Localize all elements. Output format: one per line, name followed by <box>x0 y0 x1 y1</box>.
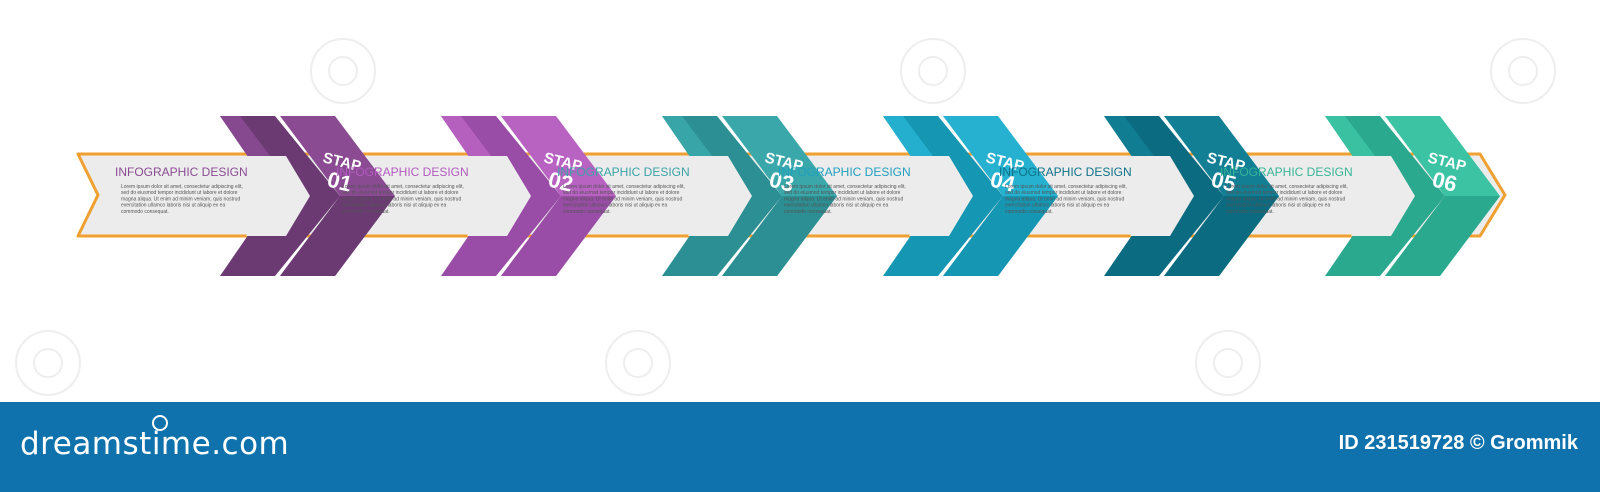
step-number: 06 <box>1430 167 1460 197</box>
step-body-line: magna aliqua. Ut enim ad minim veniam, q… <box>342 196 461 202</box>
brand-spiral-icon <box>152 415 168 431</box>
watermark-spiral-icon <box>900 38 966 104</box>
step-body-line: commodo consequat. <box>121 209 169 215</box>
step-body-line: magna aliqua. Ut enim ad minim veniam, q… <box>1005 196 1124 202</box>
step-body-line: commodo consequat. <box>1226 209 1274 215</box>
step-body-line: exercitation ullamco laboris nisi ut ali… <box>1226 203 1330 209</box>
step-body-line: exercitation ullamco laboris nisi ut ali… <box>784 203 888 209</box>
step-body-line: Lorem ipsum dolor sit amet, consectetur … <box>563 184 685 190</box>
step-chevron-shadow <box>1164 196 1279 276</box>
step-body-line: sed do eiusmod tempor incididunt ut labo… <box>121 190 238 196</box>
step-title: INFOGRAPHIC DESIGN <box>999 165 1132 179</box>
step-body-line: magna aliqua. Ut enim ad minim veniam, q… <box>784 196 903 202</box>
watermark-spiral-icon <box>310 38 376 104</box>
step-body-line: sed do eiusmod tempor incididunt ut labo… <box>1005 190 1122 196</box>
step-ring-cutout <box>1351 156 1415 236</box>
step-ring-cutout <box>1130 156 1194 236</box>
step-body-line: magna aliqua. Ut enim ad minim veniam, q… <box>1226 196 1345 202</box>
step-body-line: magna aliqua. Ut enim ad minim veniam, q… <box>121 196 240 202</box>
step-title: INFOGRAPHIC DESIGN <box>778 165 911 179</box>
step-chevron-shadow <box>501 196 616 276</box>
step-body-line: exercitation ullamco laboris nisi ut ali… <box>1005 203 1109 209</box>
watermark-spiral-icon <box>605 330 671 396</box>
watermark-spiral-icon <box>1195 330 1261 396</box>
step-body-line: commodo consequat. <box>342 209 390 215</box>
step-ring-cutout <box>246 156 310 236</box>
image-credit: ID 231519728 © Grommik <box>1338 432 1578 454</box>
step-ring-cutout <box>688 156 752 236</box>
step-body-line: exercitation ullamco laboris nisi ut ali… <box>563 203 667 209</box>
step-body-line: sed do eiusmod tempor incididunt ut labo… <box>1226 190 1343 196</box>
step-title: INFOGRAPHIC DESIGN <box>336 165 469 179</box>
step-title: INFOGRAPHIC DESIGN <box>1220 165 1353 179</box>
step-body-line: commodo consequat. <box>563 209 611 215</box>
step-title: INFOGRAPHIC DESIGN <box>115 165 248 179</box>
step-chevron-shadow <box>1385 196 1500 276</box>
step-body-line: magna aliqua. Ut enim ad minim veniam, q… <box>563 196 682 202</box>
brand-logo: dreamstime.com <box>20 426 290 462</box>
step-body-line: sed do eiusmod tempor incididunt ut labo… <box>563 190 680 196</box>
step-body-line: Lorem ipsum dolor sit amet, consectetur … <box>1226 184 1348 190</box>
step-number: 01 <box>325 167 355 197</box>
step-body-line: Lorem ipsum dolor sit amet, consectetur … <box>784 184 906 190</box>
step-body-line: Lorem ipsum dolor sit amet, consectetur … <box>342 184 464 190</box>
step-body-line: exercitation ullamco laboris nisi ut ali… <box>121 203 225 209</box>
step-body-line: commodo consequat. <box>1005 209 1053 215</box>
step-body-line: exercitation ullamco laboris nisi ut ali… <box>342 203 446 209</box>
step-chevron-shadow <box>943 196 1058 276</box>
step-body-line: sed do eiusmod tempor incididunt ut labo… <box>784 190 901 196</box>
footer-bar: dreamstime.com ID 231519728 © Grommik <box>0 402 1600 492</box>
step-number: 05 <box>1209 167 1239 197</box>
step-ring-cutout <box>467 156 531 236</box>
step-chevron-shadow <box>280 196 395 276</box>
step-body-line: Lorem ipsum dolor sit amet, consectetur … <box>1005 184 1127 190</box>
step-chevron-shadow <box>722 196 837 276</box>
step-title: INFOGRAPHIC DESIGN <box>557 165 690 179</box>
step-body-line: Lorem ipsum dolor sit amet, consectetur … <box>121 184 243 190</box>
step-body-line: sed do eiusmod tempor incididunt ut labo… <box>342 190 459 196</box>
step-number: 02 <box>546 167 576 197</box>
step-ring-cutout <box>909 156 973 236</box>
watermark-spiral-icon <box>1490 38 1556 104</box>
step-number: 03 <box>767 167 797 197</box>
step-body-line: commodo consequat. <box>784 209 832 215</box>
watermark-spiral-icon <box>15 330 81 396</box>
